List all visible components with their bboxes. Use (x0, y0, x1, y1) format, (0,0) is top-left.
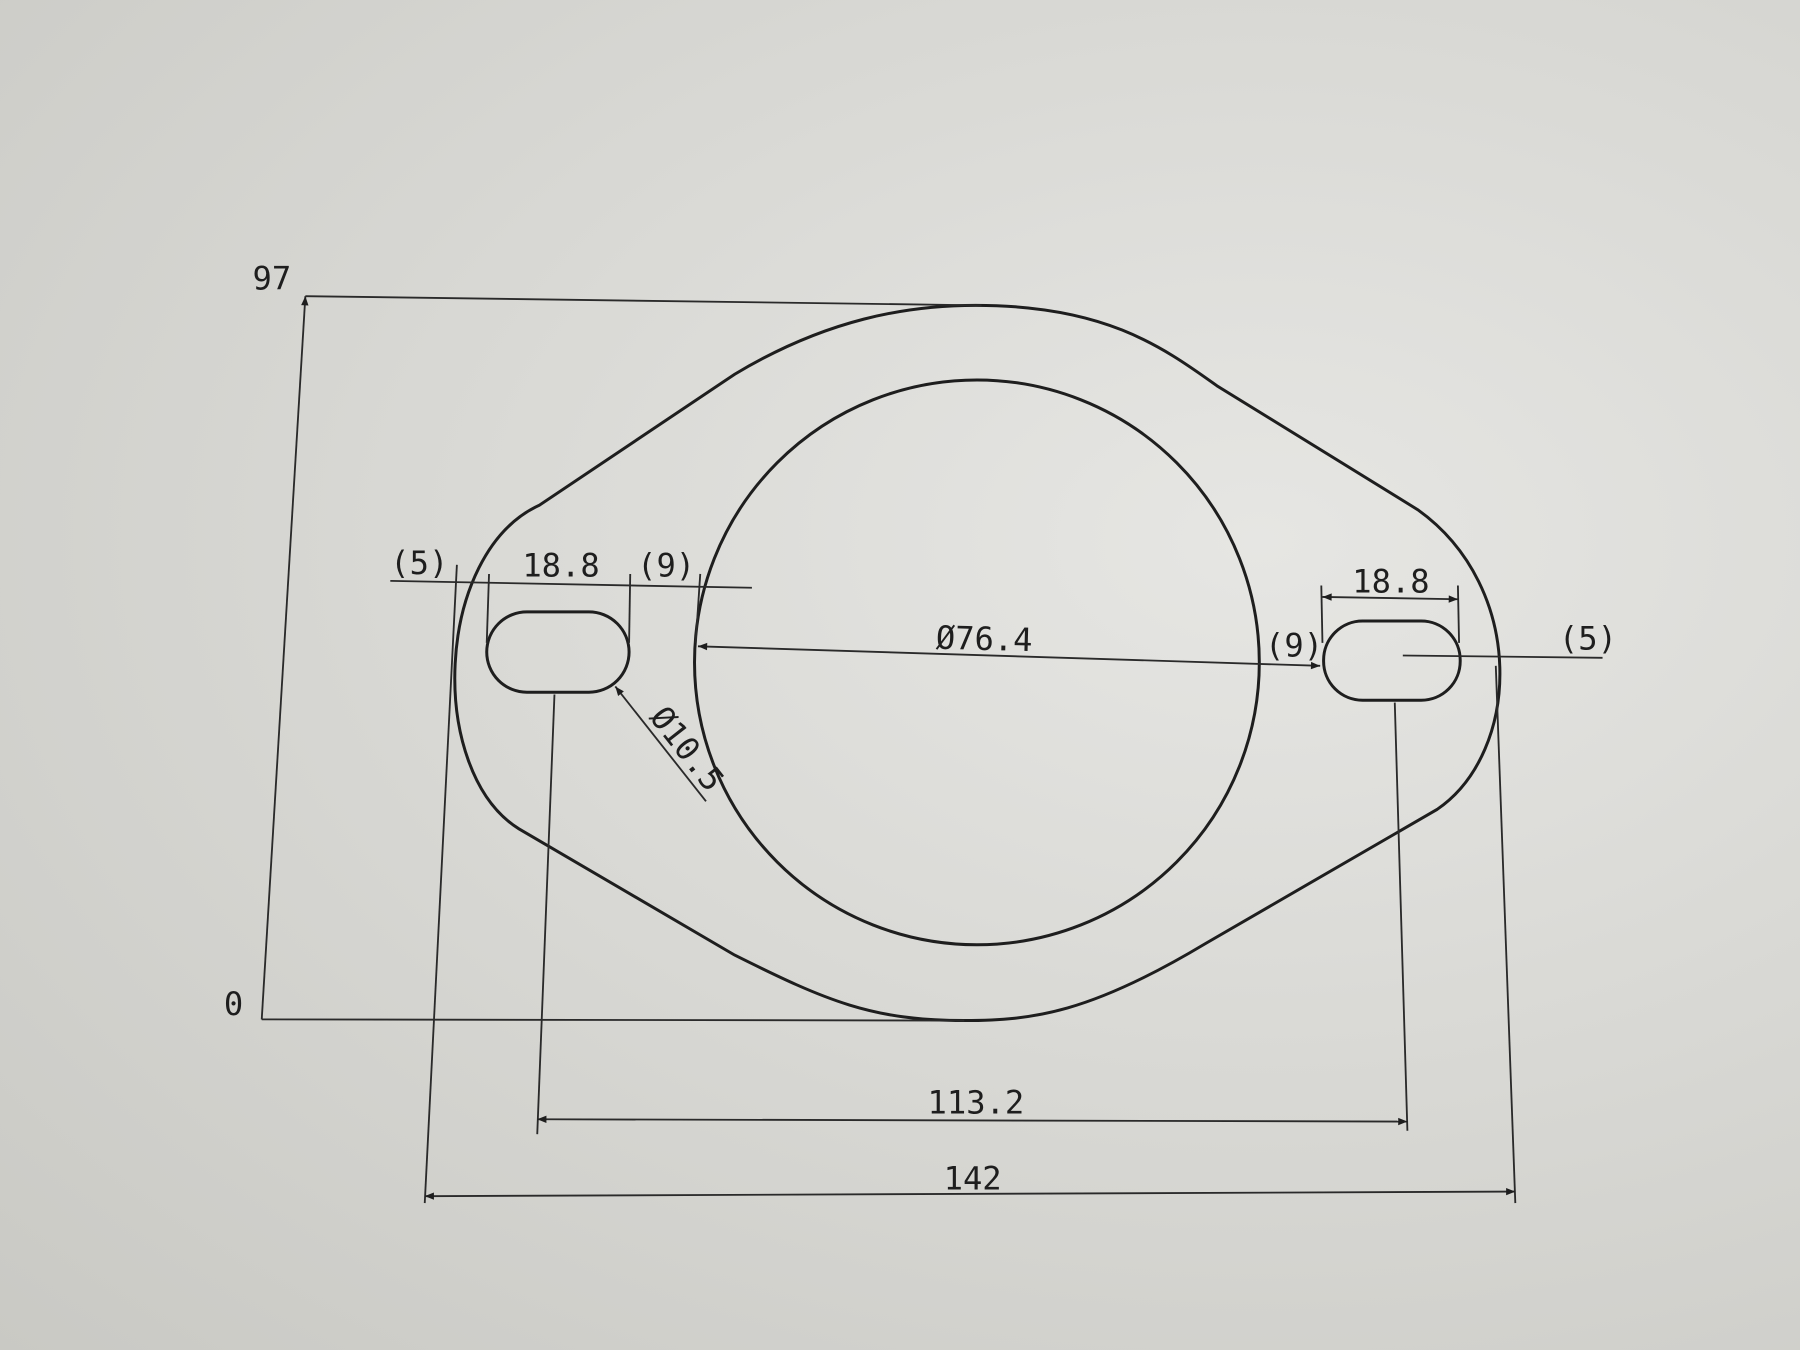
bottom-extension-line (261, 1018, 965, 1022)
extension-line (628, 573, 632, 643)
right-edge-dim-line (1402, 654, 1603, 659)
left-chain-dim-line (390, 579, 752, 589)
left-slot-gap-label: (9) (637, 546, 695, 584)
right-slot-width-dim-line (1322, 593, 1458, 603)
extension-line (485, 573, 490, 643)
extension-line (536, 694, 556, 1135)
extension-line (1393, 702, 1409, 1131)
bore-diameter-dim-line (697, 642, 1321, 670)
extension-line (1320, 585, 1324, 643)
slot-center-dim-line (537, 1115, 1408, 1126)
overall-width-dim-line (424, 1187, 1516, 1200)
bore-circle (693, 378, 1261, 947)
slot-diameter-label: Ø10.5 (642, 699, 731, 799)
height-dim-line (260, 296, 309, 1020)
left-edge-offset-label: (5) (390, 544, 448, 582)
bore-diameter-label: Ø76.4 (935, 619, 1033, 660)
left-slot (485, 610, 631, 694)
extension-line (1494, 665, 1517, 1204)
right-slot-gap-label: (9) (1265, 627, 1323, 665)
height-top-label: 97 (253, 259, 292, 297)
right-slot (1322, 619, 1462, 702)
extension-line (1456, 585, 1460, 643)
right-edge-offset-label: (5) (1559, 620, 1617, 658)
right-slot-width-label: 18.8 (1352, 562, 1429, 600)
slot-diameter-leader (614, 685, 707, 802)
extension-line (694, 573, 702, 643)
overall-width-label: 142 (944, 1159, 1002, 1197)
flange-outline (453, 303, 1502, 1023)
left-slot-width-label: 18.8 (522, 546, 599, 584)
extension-line (423, 564, 458, 1204)
top-extension-line (305, 295, 982, 307)
slot-center-distance-label: 113.2 (928, 1084, 1025, 1122)
height-bottom-label: 0 (224, 985, 243, 1023)
